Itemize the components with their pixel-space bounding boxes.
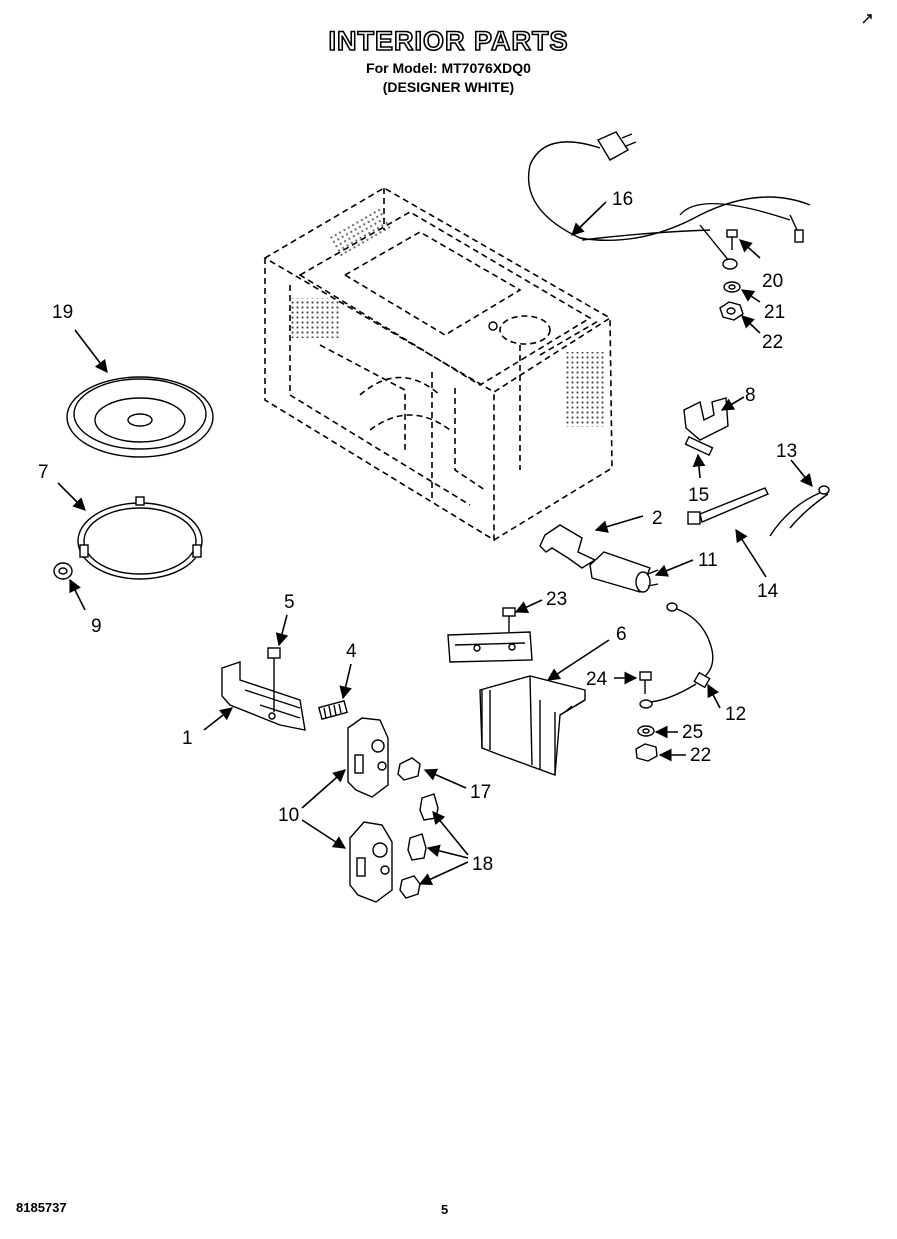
fuse-holder-bracket bbox=[683, 397, 729, 441]
callout-8: 8 bbox=[745, 385, 756, 406]
callout-labels: 19 7 9 1 5 4 10 17 18 23 6 2 11 12 24 25… bbox=[38, 189, 797, 875]
callout-13: 13 bbox=[776, 441, 797, 462]
corner-mark-icon bbox=[862, 14, 872, 24]
variant-line: (DESIGNER WHITE) bbox=[382, 79, 515, 95]
door-latch-board-upper bbox=[347, 717, 389, 798]
transformer-assembly bbox=[447, 631, 586, 776]
callout-19: 19 bbox=[52, 302, 73, 323]
switch-17 bbox=[397, 757, 421, 781]
callout-22-upper: 22 bbox=[762, 332, 783, 353]
callout-5: 5 bbox=[284, 592, 295, 613]
callout-12: 12 bbox=[725, 704, 746, 725]
ground-hardware-lower bbox=[635, 671, 658, 762]
document-number: 8185737 bbox=[16, 1200, 67, 1215]
capacitor-bracket bbox=[539, 524, 597, 569]
callout-6: 6 bbox=[616, 624, 627, 645]
callout-14: 14 bbox=[757, 581, 779, 602]
leader-arrows bbox=[57, 201, 813, 886]
page-title: INTERIOR PARTS bbox=[328, 25, 569, 57]
cable-tie bbox=[687, 487, 769, 525]
switches-18 bbox=[399, 793, 439, 899]
callout-1: 1 bbox=[182, 728, 193, 749]
callout-25: 25 bbox=[682, 722, 703, 743]
thermal-cutout bbox=[769, 485, 830, 537]
callout-11: 11 bbox=[698, 550, 718, 571]
capacitor bbox=[589, 551, 659, 593]
ground-hardware-upper bbox=[719, 229, 744, 321]
callout-9: 9 bbox=[91, 616, 102, 637]
coupler bbox=[53, 562, 73, 580]
roller-ring bbox=[77, 496, 203, 580]
screw-5 bbox=[267, 647, 281, 712]
power-cord bbox=[527, 131, 811, 270]
turntable-tray bbox=[66, 376, 214, 458]
callout-17: 17 bbox=[470, 782, 491, 803]
fuse bbox=[684, 435, 714, 457]
page-number: 5 bbox=[441, 1202, 449, 1217]
callout-4: 4 bbox=[346, 641, 357, 662]
door-latch-board-lower bbox=[349, 821, 393, 903]
callout-15: 15 bbox=[688, 485, 709, 506]
callout-21: 21 bbox=[764, 302, 785, 323]
callout-22-lower: 22 bbox=[690, 745, 711, 766]
callout-7: 7 bbox=[38, 462, 49, 483]
model-line: For Model: MT7076XDQ0 bbox=[366, 60, 531, 76]
cabinet-outline bbox=[263, 187, 613, 542]
mounting-plate bbox=[221, 661, 306, 731]
callout-18: 18 bbox=[472, 854, 493, 875]
callout-20: 20 bbox=[762, 271, 783, 292]
spring bbox=[318, 699, 348, 721]
callout-23: 23 bbox=[546, 589, 567, 610]
callout-2: 2 bbox=[652, 508, 663, 529]
callout-24: 24 bbox=[586, 669, 608, 690]
callout-16: 16 bbox=[612, 189, 633, 210]
diode bbox=[639, 602, 714, 709]
screw-23 bbox=[502, 607, 516, 632]
callout-10: 10 bbox=[278, 805, 299, 826]
